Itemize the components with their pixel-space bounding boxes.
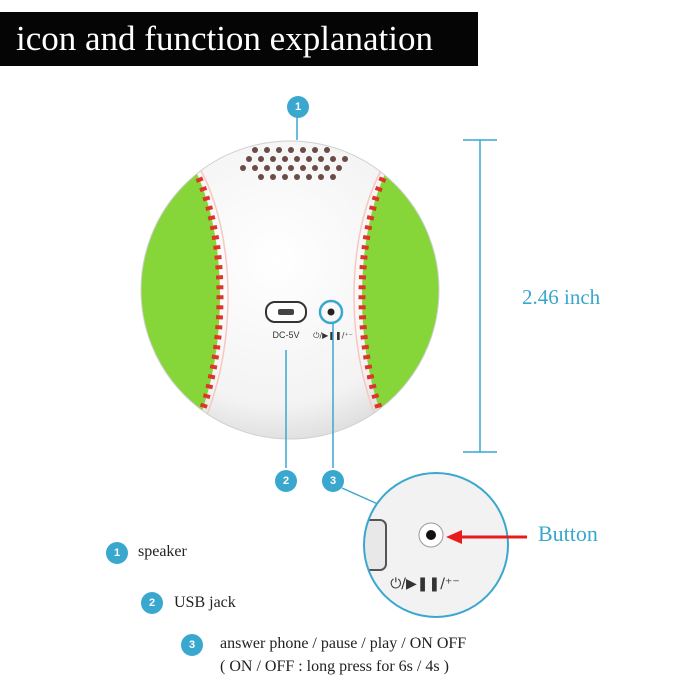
grille-hole [240, 165, 246, 171]
grille-hole [306, 156, 312, 162]
grille-hole [270, 174, 276, 180]
grille-hole [318, 156, 324, 162]
left-green-panel [141, 160, 220, 439]
grille-hole [330, 174, 336, 180]
legend-badge-3: 3 [181, 634, 203, 656]
power-button-icon [327, 308, 335, 316]
legend-badge-2: 2 [141, 592, 163, 614]
grille-hole [324, 165, 330, 171]
marker-1-badge: 1 [287, 96, 309, 118]
grille-hole [246, 156, 252, 162]
grille-hole [270, 156, 276, 162]
button-zoom-detail: ⏻/▶❚❚/⁺⁻ [363, 472, 509, 618]
zoom-leader-line [341, 487, 381, 506]
grille-hole [258, 174, 264, 180]
grille-hole [336, 165, 342, 171]
speaker-grille-icon [240, 147, 348, 180]
grille-hole [318, 174, 324, 180]
dimension-label: 2.46 inch [522, 285, 601, 309]
zoomed-button-icons-label: ⏻/▶❚❚/⁺⁻ [390, 576, 460, 592]
button-highlight-ring [318, 299, 344, 325]
legend-badge-1: 1 [106, 542, 128, 564]
dimension-bracket [463, 139, 497, 453]
grille-hole [342, 156, 348, 162]
legend-note-button: ( ON / OFF : long press for 6s / 4s ) [220, 658, 449, 675]
grille-hole [276, 147, 282, 153]
left-stitches [186, 158, 224, 439]
legend-text-speaker: speaker [138, 543, 187, 560]
usb-port-label: DC-5V [272, 330, 299, 340]
page-title: icon and function explanation [0, 12, 478, 66]
grille-hole [258, 156, 264, 162]
legend-text-button: answer phone / pause / play / ON OFF [220, 635, 467, 652]
grille-hole [324, 147, 330, 153]
grille-hole [282, 174, 288, 180]
grille-hole [276, 165, 282, 171]
grille-hole [294, 174, 300, 180]
grille-hole [264, 147, 270, 153]
legend-text-usb: USB jack [174, 594, 236, 611]
grille-hole [300, 147, 306, 153]
red-arrow-icon [446, 530, 527, 544]
grille-hole [252, 147, 258, 153]
marker-2-badge: 2 [275, 470, 297, 492]
zoomed-button-icon [426, 530, 436, 540]
button-callout-label: Button [538, 521, 598, 546]
grille-hole [264, 165, 270, 171]
grille-hole [312, 165, 318, 171]
grille-hole [282, 156, 288, 162]
marker-3-badge: 3 [322, 470, 344, 492]
grille-hole [306, 174, 312, 180]
baseball-speaker [140, 140, 440, 440]
right-green-panel [362, 160, 439, 439]
right-stitches [358, 158, 396, 439]
grille-hole [252, 165, 258, 171]
grille-hole [294, 156, 300, 162]
grille-hole [288, 165, 294, 171]
grille-hole [300, 165, 306, 171]
grille-hole [330, 156, 336, 162]
grille-hole [288, 147, 294, 153]
grille-hole [312, 147, 318, 153]
